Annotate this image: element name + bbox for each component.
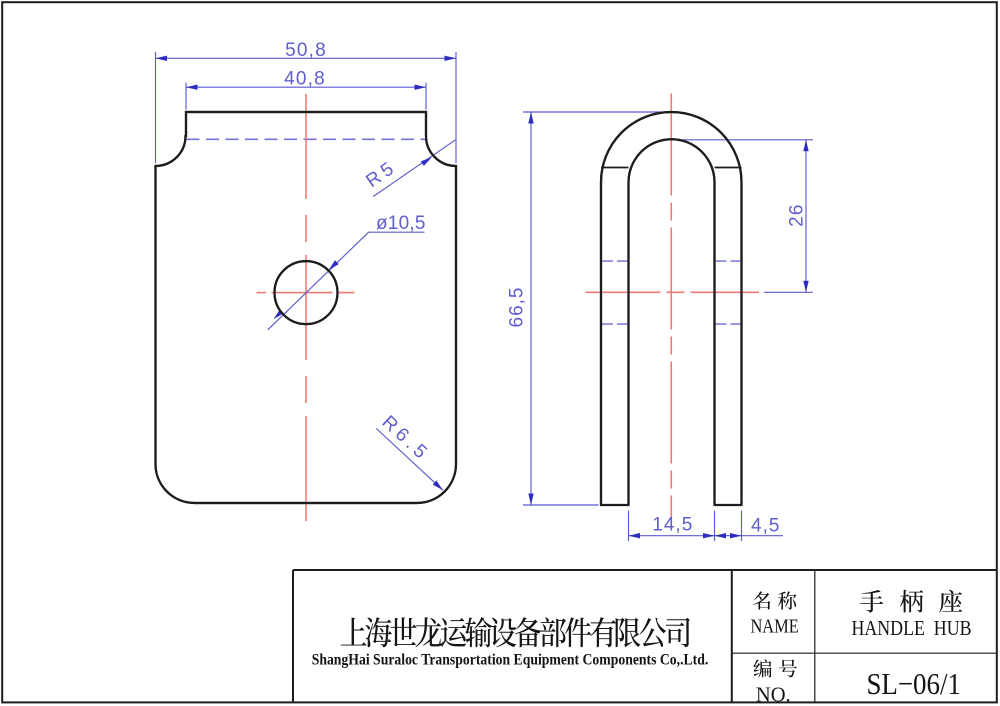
svg-text:14,5: 14,5: [652, 515, 693, 536]
svg-text:NO.: NO.: [756, 682, 791, 706]
svg-text:50,8: 50,8: [285, 40, 327, 61]
svg-text:4,5: 4,5: [751, 516, 780, 537]
svg-text:26: 26: [787, 203, 808, 227]
svg-text:ShangHai Suraloc Transportatio: ShangHai Suraloc Transportation Equipmen…: [312, 651, 709, 668]
svg-text:40,8: 40,8: [284, 69, 326, 90]
svg-text:66,5: 66,5: [507, 287, 528, 328]
svg-text:NAME: NAME: [750, 616, 798, 638]
svg-text:HANDLE HUB: HANDLE HUB: [852, 616, 972, 640]
svg-text:SL−06/1: SL−06/1: [866, 666, 961, 701]
svg-text:ø10,5: ø10,5: [376, 213, 426, 234]
